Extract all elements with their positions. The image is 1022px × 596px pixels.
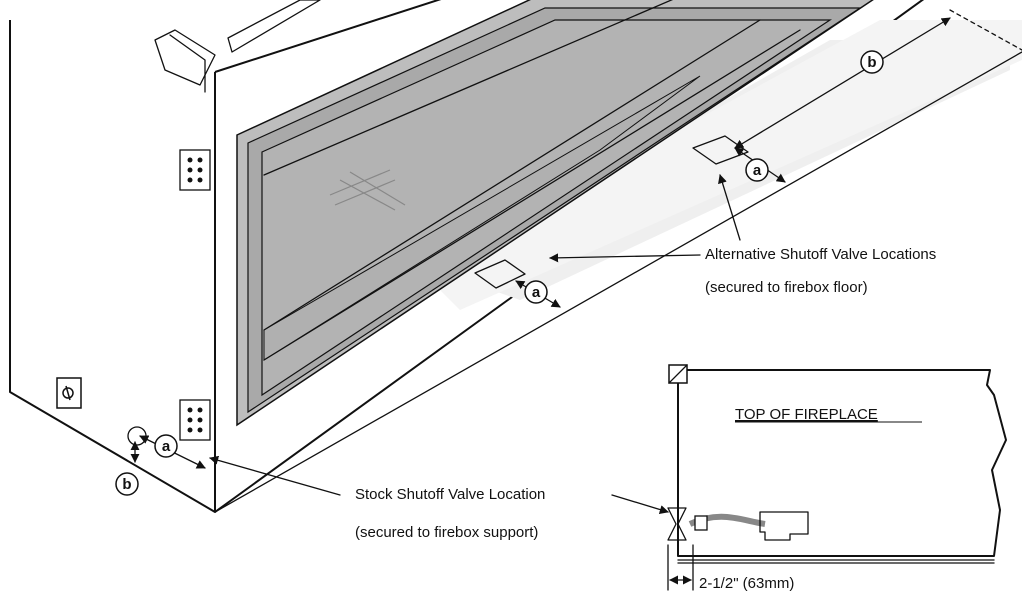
- top-bracket: [154, 29, 216, 86]
- inset-valve-bracket: [667, 507, 687, 541]
- marker-a-upper: a: [745, 158, 769, 182]
- marker-a-side-label: a: [162, 438, 171, 455]
- inset-outline: [677, 369, 1007, 557]
- glass-inner-face: [261, 19, 832, 397]
- glass-inner-border: [263, 75, 701, 361]
- stock-location-title: Stock Shutoff Valve Location: [355, 486, 545, 503]
- marker-b-top: b: [860, 50, 884, 74]
- alt-valve-plate-lower: [474, 259, 526, 289]
- marker-a-lower-label: a: [532, 284, 541, 301]
- alternative-locations-title: Alternative Shutoff Valve Locations: [705, 246, 936, 263]
- alternative-locations-subtitle: (secured to firebox floor): [705, 279, 868, 296]
- hinge-plate-upper: [179, 149, 211, 191]
- top-rail: [227, 0, 321, 53]
- inset-fitting: [694, 515, 708, 531]
- stock-location-subtitle: (secured to firebox support): [355, 524, 538, 541]
- inset-valve-body: [759, 511, 809, 541]
- inset-dimension-label: 2-1/2" (63mm): [699, 575, 794, 592]
- marker-a-upper-label: a: [753, 162, 762, 179]
- marker-b-side: b: [115, 472, 139, 496]
- inset-top-view: TOP OF FIREPLACE 2-1/2" (63mm): [667, 364, 1007, 592]
- stock-valve-opening: [127, 426, 147, 446]
- inset-title: TOP OF FIREPLACE: [735, 406, 878, 423]
- marker-a-lower: a: [524, 280, 548, 304]
- side-control-box: [56, 377, 82, 409]
- glass-hatch-mark: [329, 169, 406, 211]
- firebox-side-panel: [9, 20, 216, 513]
- marker-b-top-label: b: [867, 54, 876, 71]
- hinge-plate-lower: [179, 399, 211, 441]
- marker-a-side: a: [154, 434, 178, 458]
- marker-b-side-label: b: [122, 476, 131, 493]
